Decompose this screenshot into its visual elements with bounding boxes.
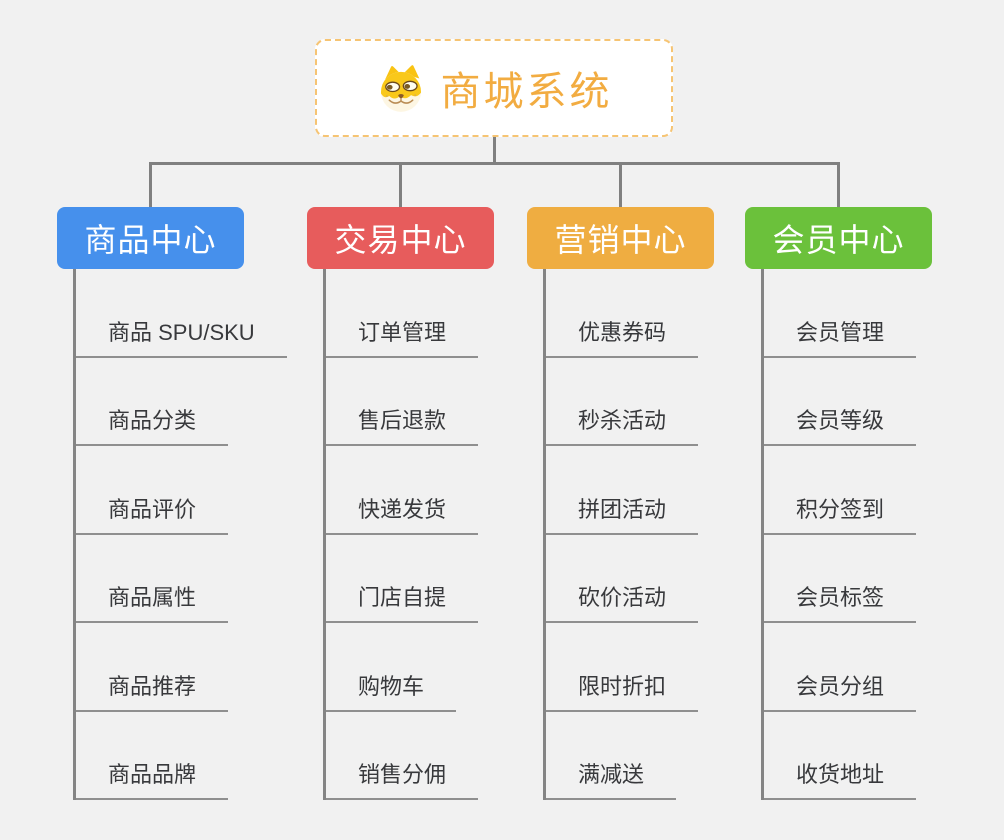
leaf-node[interactable]: 会员管理	[764, 315, 917, 358]
leaf-row: 门店自提	[326, 535, 557, 623]
leaf-row: 商品评价	[76, 446, 307, 535]
leaf-node[interactable]: 会员分组	[764, 669, 917, 712]
leaf-node[interactable]: 商品分类	[76, 403, 229, 446]
leaf-row: 商品 SPU/SKU	[76, 269, 307, 358]
leaf-node[interactable]: 商品评价	[76, 492, 229, 535]
connector-branch-4-stub	[837, 162, 840, 207]
leaf-row: 售后退款	[326, 358, 557, 446]
leaf-node[interactable]: 商品属性	[76, 580, 229, 623]
leaf-row: 商品分类	[76, 358, 307, 446]
leaf-node[interactable]: 快递发货	[326, 492, 479, 535]
leaf-node[interactable]: 会员标签	[764, 580, 917, 623]
branch-head-member-center[interactable]: 会员中心	[745, 207, 932, 269]
leaf-node[interactable]: 限时折扣	[546, 669, 699, 712]
leaf-row: 收货地址	[764, 712, 995, 800]
leaf-row: 秒杀活动	[546, 358, 777, 446]
leaf-node[interactable]: 积分签到	[764, 492, 917, 535]
leaf-row: 限时折扣	[546, 623, 777, 712]
leaf-row: 商品属性	[76, 535, 307, 623]
leaf-row: 优惠券码	[546, 269, 777, 358]
branch-trade-center: 交易中心 订单管理 售后退款 快递发货 门店自提 购物车 销售分佣	[307, 207, 557, 800]
connector-horizontal-line	[149, 162, 840, 165]
leaf-node[interactable]: 拼团活动	[546, 492, 699, 535]
leaf-row: 购物车	[326, 623, 557, 712]
branch-head-product-center[interactable]: 商品中心	[57, 207, 244, 269]
leaf-node[interactable]: 收货地址	[764, 757, 917, 800]
leaf-node[interactable]: 商品 SPU/SKU	[76, 315, 287, 358]
leaf-row: 商品品牌	[76, 712, 307, 800]
leaf-node[interactable]: 优惠券码	[546, 315, 699, 358]
connector-branch-2-stub	[399, 162, 402, 207]
root-title: 商城系统	[440, 70, 613, 114]
leaf-node[interactable]: 销售分佣	[326, 757, 479, 800]
branch-product-center: 商品中心 商品 SPU/SKU 商品分类 商品评价 商品属性 商品推荐 商品品牌	[57, 207, 307, 800]
leaf-node[interactable]: 满减送	[546, 757, 677, 800]
leaf-node[interactable]: 商品品牌	[76, 757, 229, 800]
branch-children: 订单管理 售后退款 快递发货 门店自提 购物车 销售分佣	[323, 269, 557, 800]
branch-member-center: 会员中心 会员管理 会员等级 积分签到 会员标签 会员分组 收货地址	[745, 207, 995, 800]
connector-branch-3-stub	[619, 162, 622, 207]
leaf-node[interactable]: 砍价活动	[546, 580, 699, 623]
leaf-row: 会员等级	[764, 358, 995, 446]
leaf-node[interactable]: 售后退款	[326, 403, 479, 446]
leaf-node[interactable]: 商品推荐	[76, 669, 229, 712]
leaf-row: 砍价活动	[546, 535, 777, 623]
connector-branch-1-stub	[149, 162, 152, 207]
doge-icon	[380, 64, 421, 112]
leaf-node[interactable]: 门店自提	[326, 580, 479, 623]
leaf-row: 商品推荐	[76, 623, 307, 712]
root-node[interactable]: 商城系统	[315, 39, 673, 137]
leaf-node[interactable]: 会员等级	[764, 403, 917, 446]
leaf-row: 销售分佣	[326, 712, 557, 800]
branch-children: 商品 SPU/SKU 商品分类 商品评价 商品属性 商品推荐 商品品牌	[73, 269, 307, 800]
leaf-row: 会员管理	[764, 269, 995, 358]
branch-children: 会员管理 会员等级 积分签到 会员标签 会员分组 收货地址	[761, 269, 995, 800]
leaf-node[interactable]: 秒杀活动	[546, 403, 699, 446]
branch-children: 优惠券码 秒杀活动 拼团活动 砍价活动 限时折扣 满减送	[543, 269, 777, 800]
branch-marketing-center: 营销中心 优惠券码 秒杀活动 拼团活动 砍价活动 限时折扣 满减送	[527, 207, 777, 800]
leaf-node[interactable]: 订单管理	[326, 315, 479, 358]
leaf-row: 拼团活动	[546, 446, 777, 535]
leaf-row: 会员标签	[764, 535, 995, 623]
leaf-row: 会员分组	[764, 623, 995, 712]
connector-root-stub	[493, 137, 496, 164]
branch-head-marketing-center[interactable]: 营销中心	[527, 207, 714, 269]
leaf-row: 积分签到	[764, 446, 995, 535]
leaf-row: 快递发货	[326, 446, 557, 535]
leaf-row: 满减送	[546, 712, 777, 800]
leaf-node[interactable]: 购物车	[326, 669, 457, 712]
leaf-row: 订单管理	[326, 269, 557, 358]
branch-head-trade-center[interactable]: 交易中心	[307, 207, 494, 269]
